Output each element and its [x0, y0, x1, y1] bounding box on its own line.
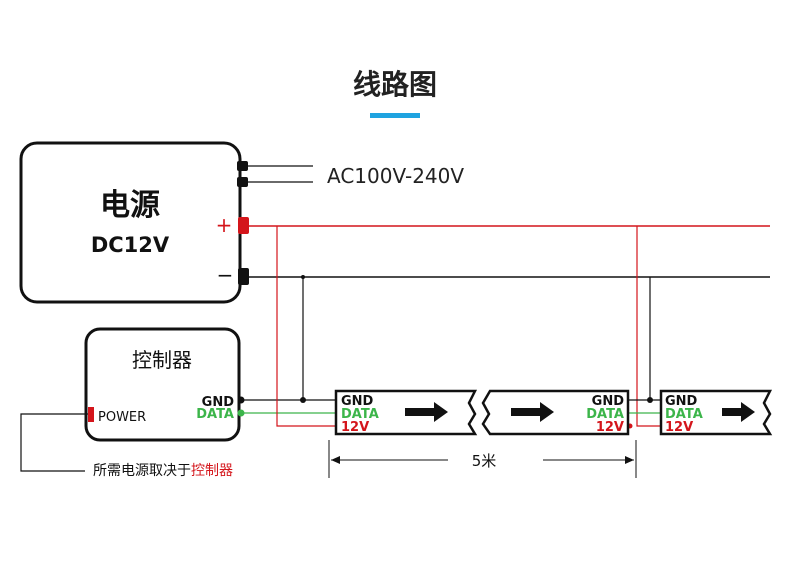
ac-terminal-2	[237, 177, 248, 187]
strip-1-v-label: 12V	[341, 420, 369, 435]
controller-power-wire	[20, 413, 88, 472]
dimension-arrow-right	[625, 456, 634, 464]
right-arrow-icon	[405, 402, 448, 422]
controller-power-label: POWER	[98, 410, 146, 425]
strip-3-data-label: DATA	[665, 407, 703, 422]
title-underline	[370, 113, 420, 118]
controller-note-highlight: 控制器	[191, 463, 233, 479]
plus-terminal	[238, 217, 249, 234]
strip-3-v-label: 12V	[665, 420, 693, 435]
dimension-arrow-left	[331, 456, 340, 464]
ac-terminal-1	[237, 161, 248, 171]
controller-power-terminal	[88, 407, 94, 422]
positive-drop-1	[276, 226, 336, 427]
controller-gnd-label: GND	[202, 395, 235, 410]
minus-terminal	[238, 268, 249, 285]
controller-note: 所需电源取决于控制器	[93, 463, 233, 479]
dimension-label: 5米	[472, 452, 497, 470]
controller-data-terminal	[237, 409, 245, 417]
power-supply-spec: DC12V	[91, 233, 170, 257]
strip-2-gnd-label: GND	[592, 394, 625, 409]
strip-2-data-label: DATA	[586, 407, 624, 422]
strip-2-v-label: 12V	[596, 420, 624, 435]
right-arrow-icon	[722, 402, 755, 422]
controller-box	[84, 327, 241, 442]
strip-segment-2	[481, 389, 630, 436]
plus-label: +	[216, 213, 233, 237]
positive-drop-2	[636, 226, 661, 427]
right-arrow-icon	[511, 402, 554, 422]
strip-segment-3	[659, 389, 773, 436]
controller-name: 控制器	[132, 348, 192, 372]
controller-note-prefix: 所需电源取决于	[93, 463, 191, 479]
controller-gnd-terminal	[237, 396, 245, 404]
controller-data-label: DATA	[196, 407, 234, 422]
diagram-title: 线路图	[353, 68, 437, 101]
ground-rail-junction-1	[301, 275, 305, 279]
minus-label: −	[217, 263, 234, 287]
ac-input-label: AC100V-240V	[327, 164, 464, 188]
power-supply-name: 电源	[100, 188, 160, 223]
strip-1-data-label: DATA	[341, 407, 379, 422]
strip-1-gnd-label: GND	[341, 394, 374, 409]
ground-junction-1	[300, 397, 306, 403]
strip-3-gnd-label: GND	[665, 394, 698, 409]
